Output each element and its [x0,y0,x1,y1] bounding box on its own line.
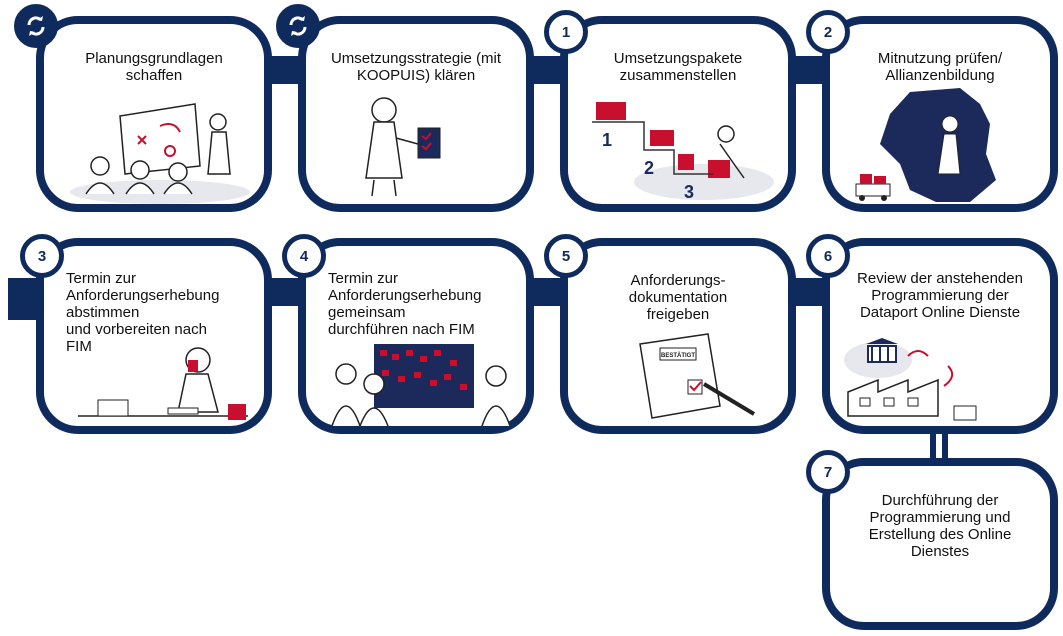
phone-call-illustration [78,347,248,420]
step-box-programming: Durchführung der Programmierung und Erst… [822,458,1058,630]
step-badge: 3 [20,234,64,278]
connector [942,428,948,478]
stair-label: 2 [644,158,654,178]
step-label: Termin zur Anforderungserhebung gemeinsa… [328,270,482,338]
step-box-alliance: Mitnutzung prüfen/ Allianzenbildung [822,16,1058,212]
step-box-prepare-meeting: Termin zur Anforderungserhebung abstimme… [36,238,272,434]
step-label: Mitnutzung prüfen/ Allianzenbildung [877,50,1003,84]
person-checklist-illustration [365,97,441,197]
step-box-packages: Umsetzungspakete zusammenstellen 1 2 3 [560,16,796,212]
stair-label: 3 [684,182,694,202]
step-box-planning: Planungsgrundlagen schaffen [36,16,272,212]
step-badge: 2 [806,10,850,54]
stair-label: 1 [602,130,612,150]
step-label: Review der anstehenden Programmierung de… [857,270,1023,321]
stairs-packages-illustration: 1 2 3 [592,102,774,202]
step-label: Durchführung der Programmierung und Erst… [868,492,1012,560]
step-label: Anforderungs- dokumentation freigeben [628,272,728,323]
step-badge: 4 [282,234,326,278]
step-badge: 7 [806,450,850,494]
step-label: Termin zur Anforderungserhebung abstimme… [66,270,220,355]
government-factory-illustration [844,338,977,421]
step-label: Umsetzungsstrategie (mit KOOPUIS) klären [330,50,502,84]
step-badge [14,4,58,48]
step-box-approve-docs: Anforderungs- dokumentation freigeben BE… [560,238,796,434]
step-label: Planungsgrundlagen schaffen [85,50,223,84]
approval-document-illustration: BESTÄTIGT [639,333,756,419]
step-badge: 5 [544,234,588,278]
germany-map-illustration [855,88,996,202]
step-label: Umsetzungspakete zusammenstellen [613,50,743,84]
step-badge: 6 [806,234,850,278]
whiteboard-illustration [70,103,250,204]
refresh-icon [27,16,45,36]
step-badge [276,4,320,48]
connector [930,428,936,478]
approved-stamp: BESTÄTIGT [661,352,695,359]
refresh-icon [289,16,307,36]
step-box-strategy: Umsetzungsstrategie (mit KOOPUIS) klären [298,16,534,212]
step-badge: 1 [544,10,588,54]
workshop-board-illustration [331,344,511,426]
step-box-conduct-meeting: Termin zur Anforderungserhebung gemeinsa… [298,238,534,434]
connector [8,278,40,320]
step-box-review: Review der anstehenden Programmierung de… [822,238,1058,434]
